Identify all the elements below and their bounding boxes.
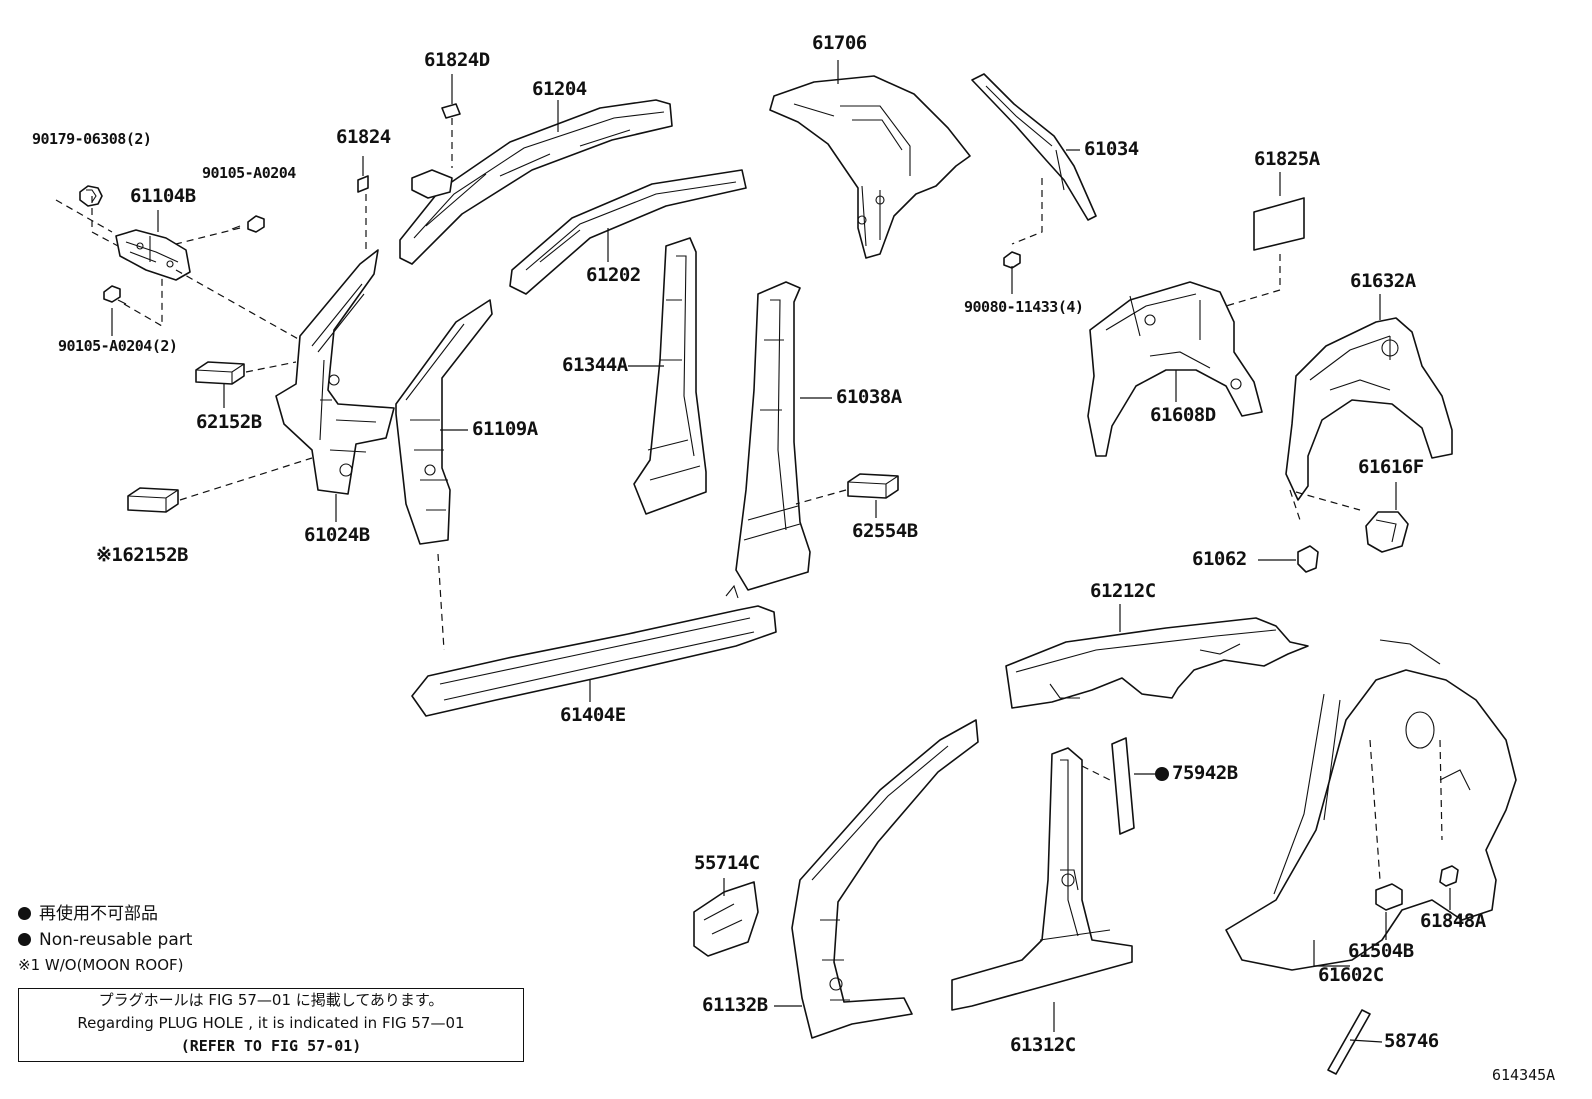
label-90080-11433: 90080-11433(4) [964,298,1084,316]
note-line-refer: (REFER TO FIG 57-01) [180,1037,362,1055]
nut-90179-06308 [79,185,103,207]
label-58746: 58746 [1384,1030,1439,1052]
label-61202: 61202 [586,264,641,286]
panel-61706 [769,60,971,259]
pad-61825A [1225,172,1305,307]
pad-162152B [127,487,179,513]
label-61616F: 61616F [1358,456,1424,478]
pillar-outer-61312C [951,747,1133,1032]
pad-61824D [441,74,461,168]
label-62554B: 62554B [852,520,918,542]
bracket-61504B [1375,883,1403,940]
figure-number: 614345A [1492,1066,1556,1084]
label-61312C: 61312C [1010,1034,1076,1056]
bracket-61616F [1365,482,1409,553]
roof-side-61212C [1005,604,1309,709]
gusset-55714C [693,878,759,957]
guide-line [91,196,119,247]
label-61344A: 61344A [562,354,628,376]
strip-75942B [1081,737,1168,835]
label-61824: 61824 [336,126,391,148]
label-162152B: ※162152B [96,544,189,566]
label-90105-A0204-2: 90105-A0204(2) [58,337,178,355]
label-75942B: 75942B [1172,762,1238,784]
label-61602C: 61602C [1318,964,1384,986]
guide-line [123,276,163,328]
bracket-61062 [1258,545,1319,573]
guide-line [55,199,113,233]
label-62152B: 62152B [196,411,262,433]
label-61038A: 61038A [836,386,902,408]
rail-61204 [399,99,673,265]
label-61212C: 61212C [1090,580,1156,602]
note-line-en: Regarding PLUG HOLE , it is indicated in… [77,1014,465,1032]
guide-line [175,269,301,341]
guide-line [179,457,313,501]
label-61104B: 61104B [130,185,196,207]
bullet-icon [18,907,31,920]
non-reusable-marker [1155,767,1169,781]
guide-line [245,361,297,373]
label-61024B: 61024B [304,524,370,546]
label-61825A: 61825A [1254,148,1320,170]
bolt-90105-A0204-2 [103,285,127,305]
legend-note-1: ※1 W/O(MOON ROOF) [18,956,184,974]
label-61062: 61062 [1192,548,1247,570]
wheelhouse-61632A [1285,294,1453,521]
label-55714C: 55714C [694,852,760,874]
label-61632A: 61632A [1350,270,1416,292]
label-61132B: 61132B [702,994,768,1016]
label-61404E: 61404E [560,704,626,726]
bullet-icon [18,933,31,946]
plug-hole-note-box: プラグホールは FIG 57—01 に掲載してあります。 Regarding P… [18,988,524,1062]
note-line-jp: プラグホールは FIG 57—01 に掲載してあります。 [98,991,444,1009]
guide-line [175,227,241,245]
bolt-90080-11433 [1003,251,1021,294]
pillar-outer-61132B [774,719,979,1039]
pad-62554B [795,473,899,518]
label-90105-A0204: 90105-A0204 [202,164,296,182]
legend-non-reusable-en: Non-reusable part [18,932,192,949]
label-90179-06308: 90179-06308(2) [32,130,152,148]
bracket-61848A [1439,865,1459,910]
rocker-61404E [411,584,777,717]
label-61706: 61706 [812,32,867,54]
label-61204: 61204 [532,78,587,100]
label-61848A: 61848A [1420,910,1486,932]
label-61034: 61034 [1084,138,1139,160]
pad-61824 [357,156,369,193]
extension-61034 [971,73,1097,245]
label-61824D: 61824D [424,49,490,71]
label-61504B: 61504B [1348,940,1414,962]
bolt-90105-A0204 [231,215,265,233]
moulding-58746 [1327,1009,1383,1075]
pad-62152B [195,361,245,385]
rail-61202 [509,169,747,295]
pillar-61344A [628,237,707,515]
pillar-61024B [275,249,395,495]
label-61109A: 61109A [472,418,538,440]
legend-non-reusable-jp: 再使用不可部品 [18,906,158,923]
pillar-61109A [395,299,493,651]
bracket-61104B [115,229,191,281]
label-61608D: 61608D [1150,404,1216,426]
quarter-outer-61602C [1225,639,1517,971]
pillar-61038A [735,281,832,591]
wheelhouse-61608D [1087,281,1263,457]
